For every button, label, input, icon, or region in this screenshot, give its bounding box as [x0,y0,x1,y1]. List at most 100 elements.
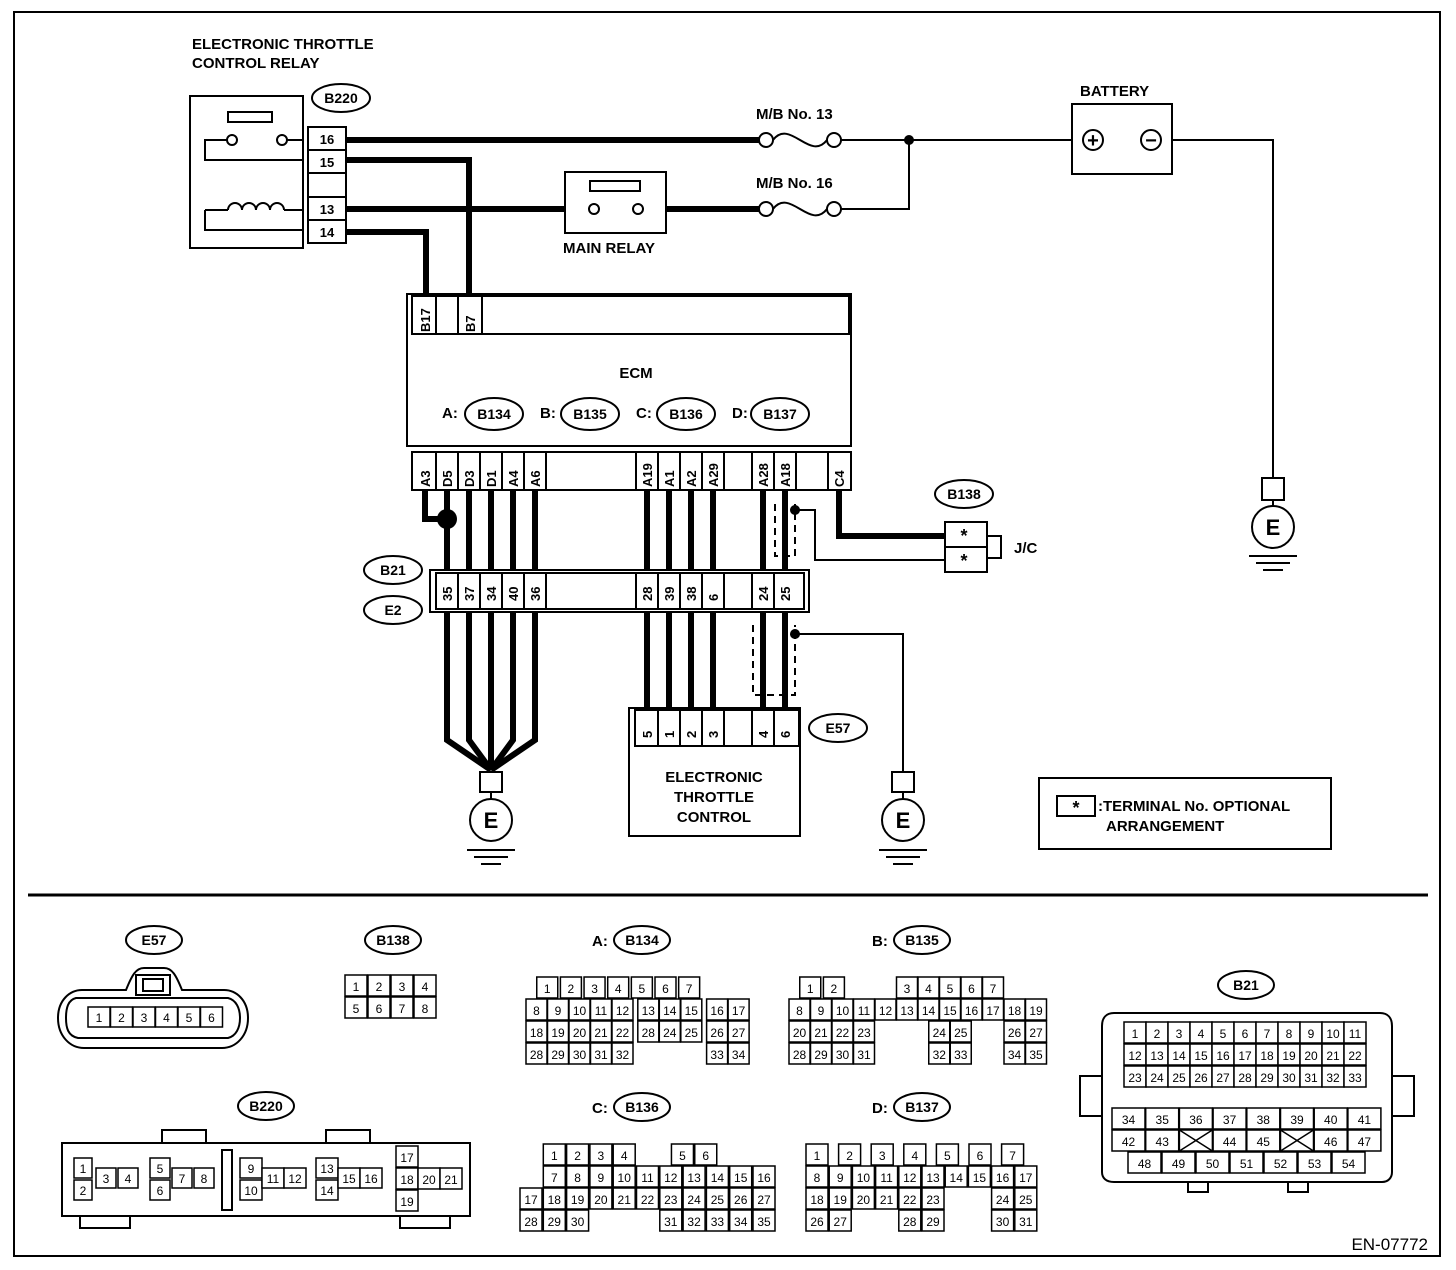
pin-cell: 22 [836,1026,850,1040]
pin-cell: 31 [1019,1215,1033,1229]
pin-cell: 3 [103,1172,110,1186]
pin-cell: 26 [1008,1026,1022,1040]
pin-cell: 28 [524,1215,538,1229]
pin-cell: 29 [551,1048,565,1062]
e2-label: E2 [384,602,401,618]
ecm-conn-id: B135 [573,406,607,422]
pin-cell: 19 [1029,1004,1043,1018]
view-label: B220 [249,1098,283,1114]
pin-cell: 7 [990,982,997,996]
pin-cell: 2 [376,980,383,994]
pin-cell: 8 [422,1002,429,1016]
pin-cell: 25 [1019,1193,1033,1207]
pin-cell: 20 [573,1026,587,1040]
ecm-pin: B17 [418,308,433,332]
pin-cell: 27 [1029,1026,1043,1040]
pin-cell: 27 [834,1215,848,1229]
pin-cell: 32 [933,1048,947,1062]
pin-cell: 15 [943,1004,957,1018]
pin-cell: 26 [1194,1071,1208,1085]
pin-cell: 14 [922,1004,936,1018]
pin-cell: 33 [711,1215,725,1229]
plus-sign: + [1087,130,1099,152]
pin-cell: 16 [757,1171,771,1185]
pin-cell: 5 [639,982,646,996]
pin-cell: 29 [548,1215,562,1229]
relay-pin: 15 [320,155,334,170]
pin-cell: 1 [544,982,551,996]
relay-pin: 16 [320,132,334,147]
pin-cell: 28 [530,1048,544,1062]
pin-cell: 11 [267,1172,280,1186]
view-prefix: B: [872,933,888,950]
pin-cell: 38 [1257,1113,1271,1127]
pin-cell: 13 [926,1171,940,1185]
pin-cell: 45 [1257,1135,1271,1149]
ecm-conn-id: B137 [763,406,797,422]
throttle-line1: ELECTRONIC [665,769,763,786]
pin-cell: 28 [903,1215,917,1229]
pin-cell: 29 [1260,1071,1274,1085]
pin-cell: 4 [422,980,429,994]
pin-cell: 1 [96,1011,103,1025]
pin-cell: 2 [568,982,575,996]
battery-plus-icon [1082,129,1104,151]
main-relay-label: MAIN RELAY [563,240,655,257]
pin-cell: 25 [954,1026,968,1040]
pin-cell: 5 [353,1002,360,1016]
pin-cell: 4 [1198,1027,1205,1041]
b21-pin: 28 [640,587,655,601]
b21-pin: 40 [506,587,521,601]
pin-cell: 1 [551,1149,558,1163]
pin-cell: 34 [1008,1048,1022,1062]
ecm-pin: B7 [463,315,478,332]
ecm-pin: A19 [640,463,655,487]
throttle-line3: CONTROL [677,809,751,826]
relay-pin: 14 [320,225,335,240]
b21-pin: 34 [484,586,499,601]
pin-cell: 13 [642,1004,656,1018]
pin-cell: 5 [1220,1027,1227,1041]
e57-label: E57 [826,720,851,736]
pin-cell: 53 [1308,1157,1322,1171]
pin-cell: 31 [664,1215,678,1229]
pin-cell: 37 [1223,1113,1237,1127]
pin-cell: 17 [524,1193,538,1207]
throttle-pin: 5 [640,731,655,738]
pin-cell: 28 [642,1026,656,1040]
ground-icon: E [1249,477,1297,571]
pin-cell: 35 [757,1215,771,1229]
pin-cell: 15 [685,1004,699,1018]
ecm-conn-prefix: A: [442,405,458,422]
b220-label: B220 [324,90,358,106]
pin-cell: 27 [732,1026,746,1040]
view-label: B135 [905,932,939,948]
pin-cell: 9 [1308,1027,1315,1041]
battery-label: BATTERY [1080,83,1149,100]
pin-cell: 8 [1286,1027,1293,1041]
jc-pin: * [960,551,967,571]
pin-cell: 5 [944,1149,951,1163]
pin-cell: 12 [879,1004,893,1018]
b21-pin: 38 [684,587,699,601]
pin-cell: 4 [925,982,932,996]
pin-cell: 30 [573,1048,587,1062]
pin-cell: 6 [157,1184,164,1198]
pin-cell: 25 [711,1193,725,1207]
view-label: B137 [905,1099,939,1115]
pin-cell: 6 [208,1011,215,1025]
pin-cell: 20 [422,1173,436,1187]
pin-cell: 26 [810,1215,824,1229]
pin-cell: 27 [757,1193,771,1207]
pin-cell: 8 [533,1004,540,1018]
pin-cell: 13 [900,1004,914,1018]
pin-cell: 12 [616,1004,630,1018]
ecm-conn-prefix: C: [636,405,652,422]
pin-cell: 2 [831,982,838,996]
pin-cell: 17 [400,1151,414,1165]
pin-cell: 23 [1128,1071,1142,1085]
